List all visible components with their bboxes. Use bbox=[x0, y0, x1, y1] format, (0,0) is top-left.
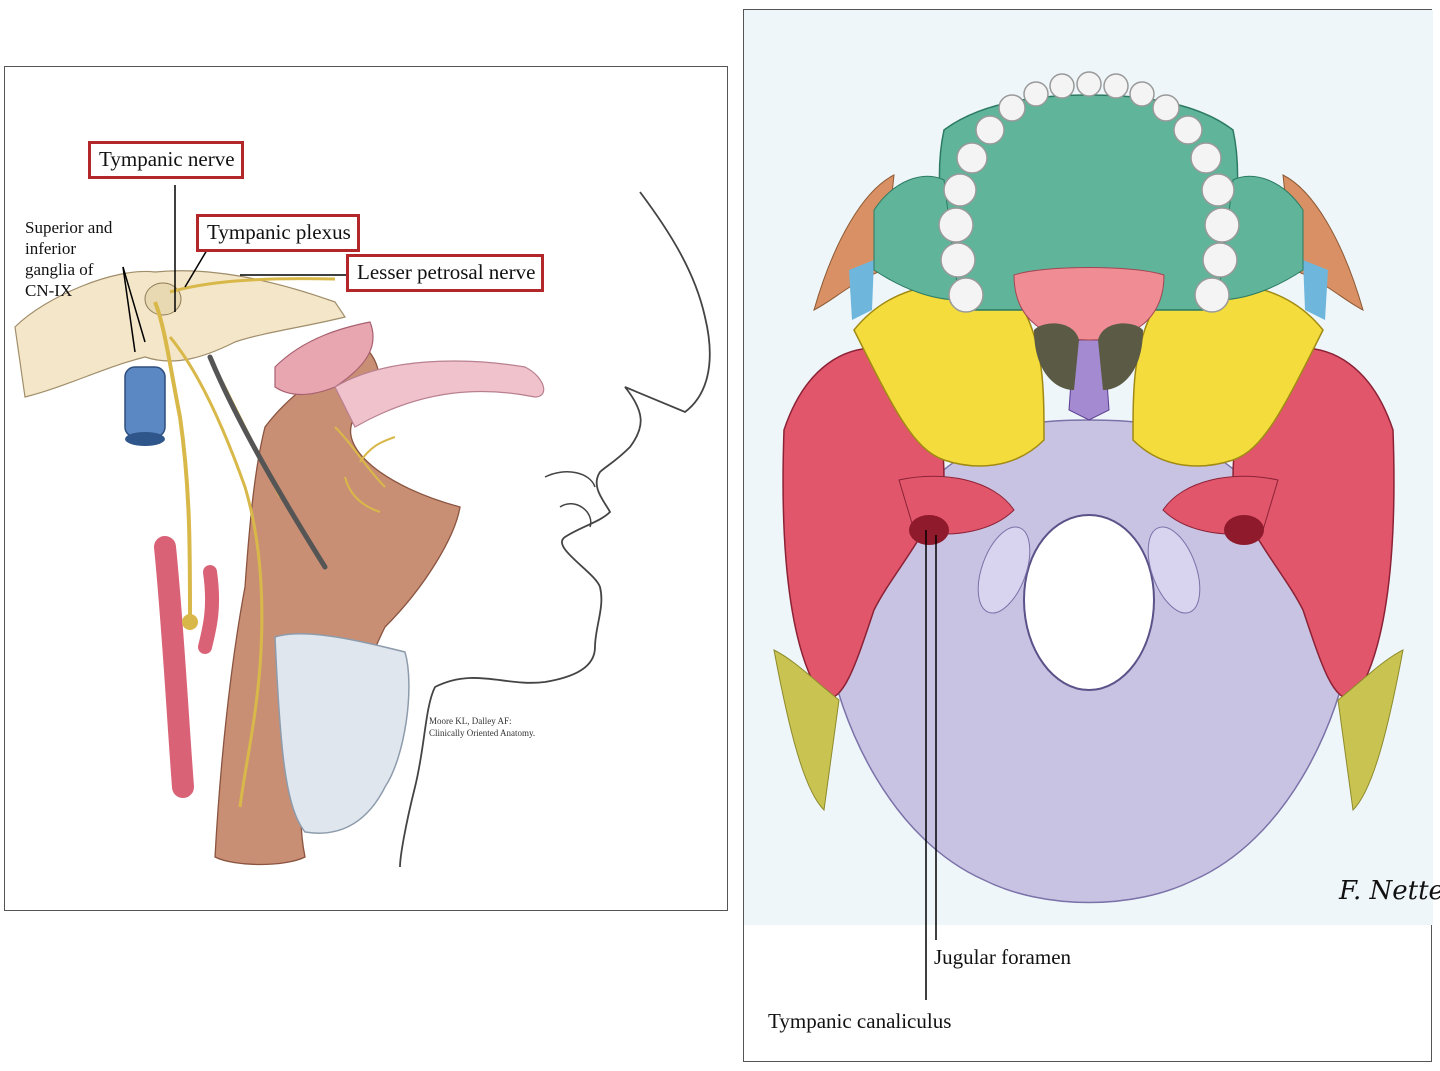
jugular-foramen-label: Jugular foramen bbox=[934, 945, 1072, 969]
tympanic-plexus-label: Tympanic plexus bbox=[196, 214, 360, 252]
tympanic-nerve-label: Tympanic nerve bbox=[88, 141, 244, 179]
skull-base-illustration bbox=[744, 10, 1433, 1000]
tympanic-canaliculus-label: Tympanic canaliculus bbox=[768, 1009, 952, 1033]
image-credit: Moore KL, Dalley AF: Clinically Oriented… bbox=[429, 716, 536, 738]
ganglia-label: Superior and inferior ganglia of CN-IX bbox=[25, 218, 113, 300]
nerve-illustration bbox=[14, 185, 711, 868]
right-illustration-panel: Jugular foramen Tympanic canaliculus F. … bbox=[743, 9, 1440, 1062]
artist-signature: F. Netter bbox=[1339, 876, 1440, 906]
lesser-petrosal-nerve-label: Lesser petrosal nerve bbox=[346, 254, 545, 292]
left-illustration-panel: Tympanic nerve Tympanic plexus Lesser pe… bbox=[4, 66, 728, 911]
